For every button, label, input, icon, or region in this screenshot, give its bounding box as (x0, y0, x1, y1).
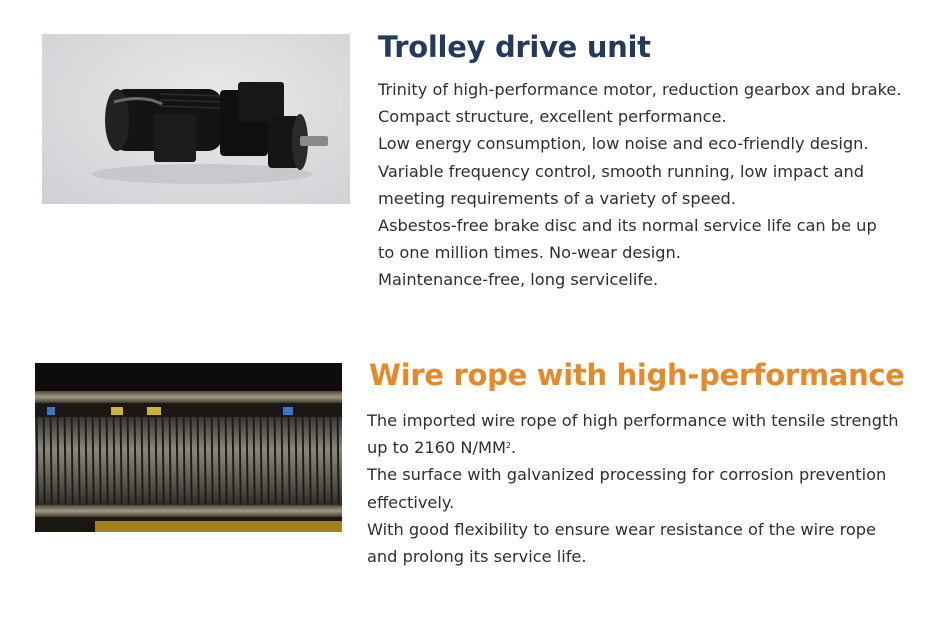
description-line: effectively. (367, 492, 455, 512)
description-line: up to 2160 N/MM2. (367, 434, 927, 461)
gear-motor-photo (42, 34, 350, 204)
wire-rope-drum-photo (35, 363, 342, 532)
description-line: Low energy consumption, low noise and ec… (378, 134, 869, 154)
description-line: meeting requirements of a variety of spe… (378, 188, 736, 208)
period: . (511, 438, 517, 458)
gear-motor-illustration (92, 82, 328, 184)
section-title-trolley-drive-unit: Trolley drive unit (378, 30, 651, 64)
description-line: Compact structure, excellent performance… (378, 107, 727, 127)
description-line: The surface with galvanized processing f… (367, 465, 887, 485)
tensile-strength-text: up to 2160 N/MM (367, 438, 506, 458)
trolley-drive-description: Trinity of high-performance motor, reduc… (378, 76, 933, 294)
description-line: With good flexibility to ensure wear res… (367, 519, 877, 539)
description-line: Asbestos-free brake disc and its normal … (378, 216, 877, 236)
description-line: to one million times. No-wear design. (378, 243, 681, 263)
section-title-wire-rope: Wire rope with high-performance (369, 358, 905, 392)
superscript-squared: 2 (505, 441, 512, 451)
description-line: The imported wire rope of high performan… (367, 411, 899, 430)
description-line: Trinity of high-performance motor, reduc… (378, 80, 902, 99)
description-line: Maintenance-free, long servicelife. (378, 270, 659, 290)
wire-rope-drum-illustration (35, 363, 342, 532)
wire-rope-description: The imported wire rope of high performan… (367, 407, 927, 570)
description-line: and prolong its service life. (367, 547, 587, 567)
description-line: Variable frequency control, smooth runni… (378, 161, 865, 181)
